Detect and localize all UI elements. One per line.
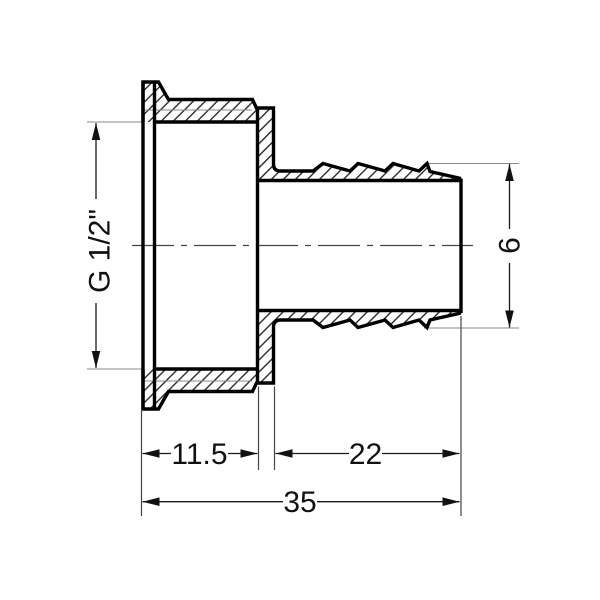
auxiliary-lines [87, 109, 519, 382]
dim-label-thread-size: G 1/2" [84, 209, 117, 293]
arrowhead-left [275, 449, 293, 458]
arrowhead-left [142, 497, 160, 506]
arrowhead-down [505, 310, 514, 328]
outline-lower-profile [141, 311, 462, 411]
mask-socket-length-label [171, 441, 228, 467]
section-hatching [143, 82, 461, 409]
dim-label-barb-length: 22 [349, 438, 382, 471]
hatch-lower-wall [143, 310, 461, 409]
arrowhead-right [442, 449, 460, 458]
dim-label-overall-length: 35 [283, 486, 316, 519]
arrowhead-up [505, 164, 514, 181]
hatch-upper-wall [143, 82, 461, 181]
dimension-arrowheads [91, 123, 514, 506]
mask-barb-diameter-label [494, 229, 525, 263]
mask-overall-length-label [283, 489, 317, 515]
arrowhead-up [91, 123, 101, 140]
mask-barb-length-label [349, 441, 382, 468]
mask-thread-label [83, 199, 115, 303]
arrowhead-right [240, 449, 258, 458]
arrowhead-right [442, 497, 460, 506]
outline-upper-profile [141, 80, 462, 181]
label-masks [83, 199, 525, 515]
part-outline [141, 80, 463, 411]
dim-label-socket-length: 11.5 [171, 438, 227, 471]
dim-label-barb-diameter: 6 [494, 237, 527, 254]
arrowhead-down [91, 351, 101, 368]
dimension-labels: G 1/2" 6 11.5 22 35 [84, 209, 527, 519]
extension-lines [140, 316, 462, 516]
arrowhead-left [142, 449, 160, 458]
